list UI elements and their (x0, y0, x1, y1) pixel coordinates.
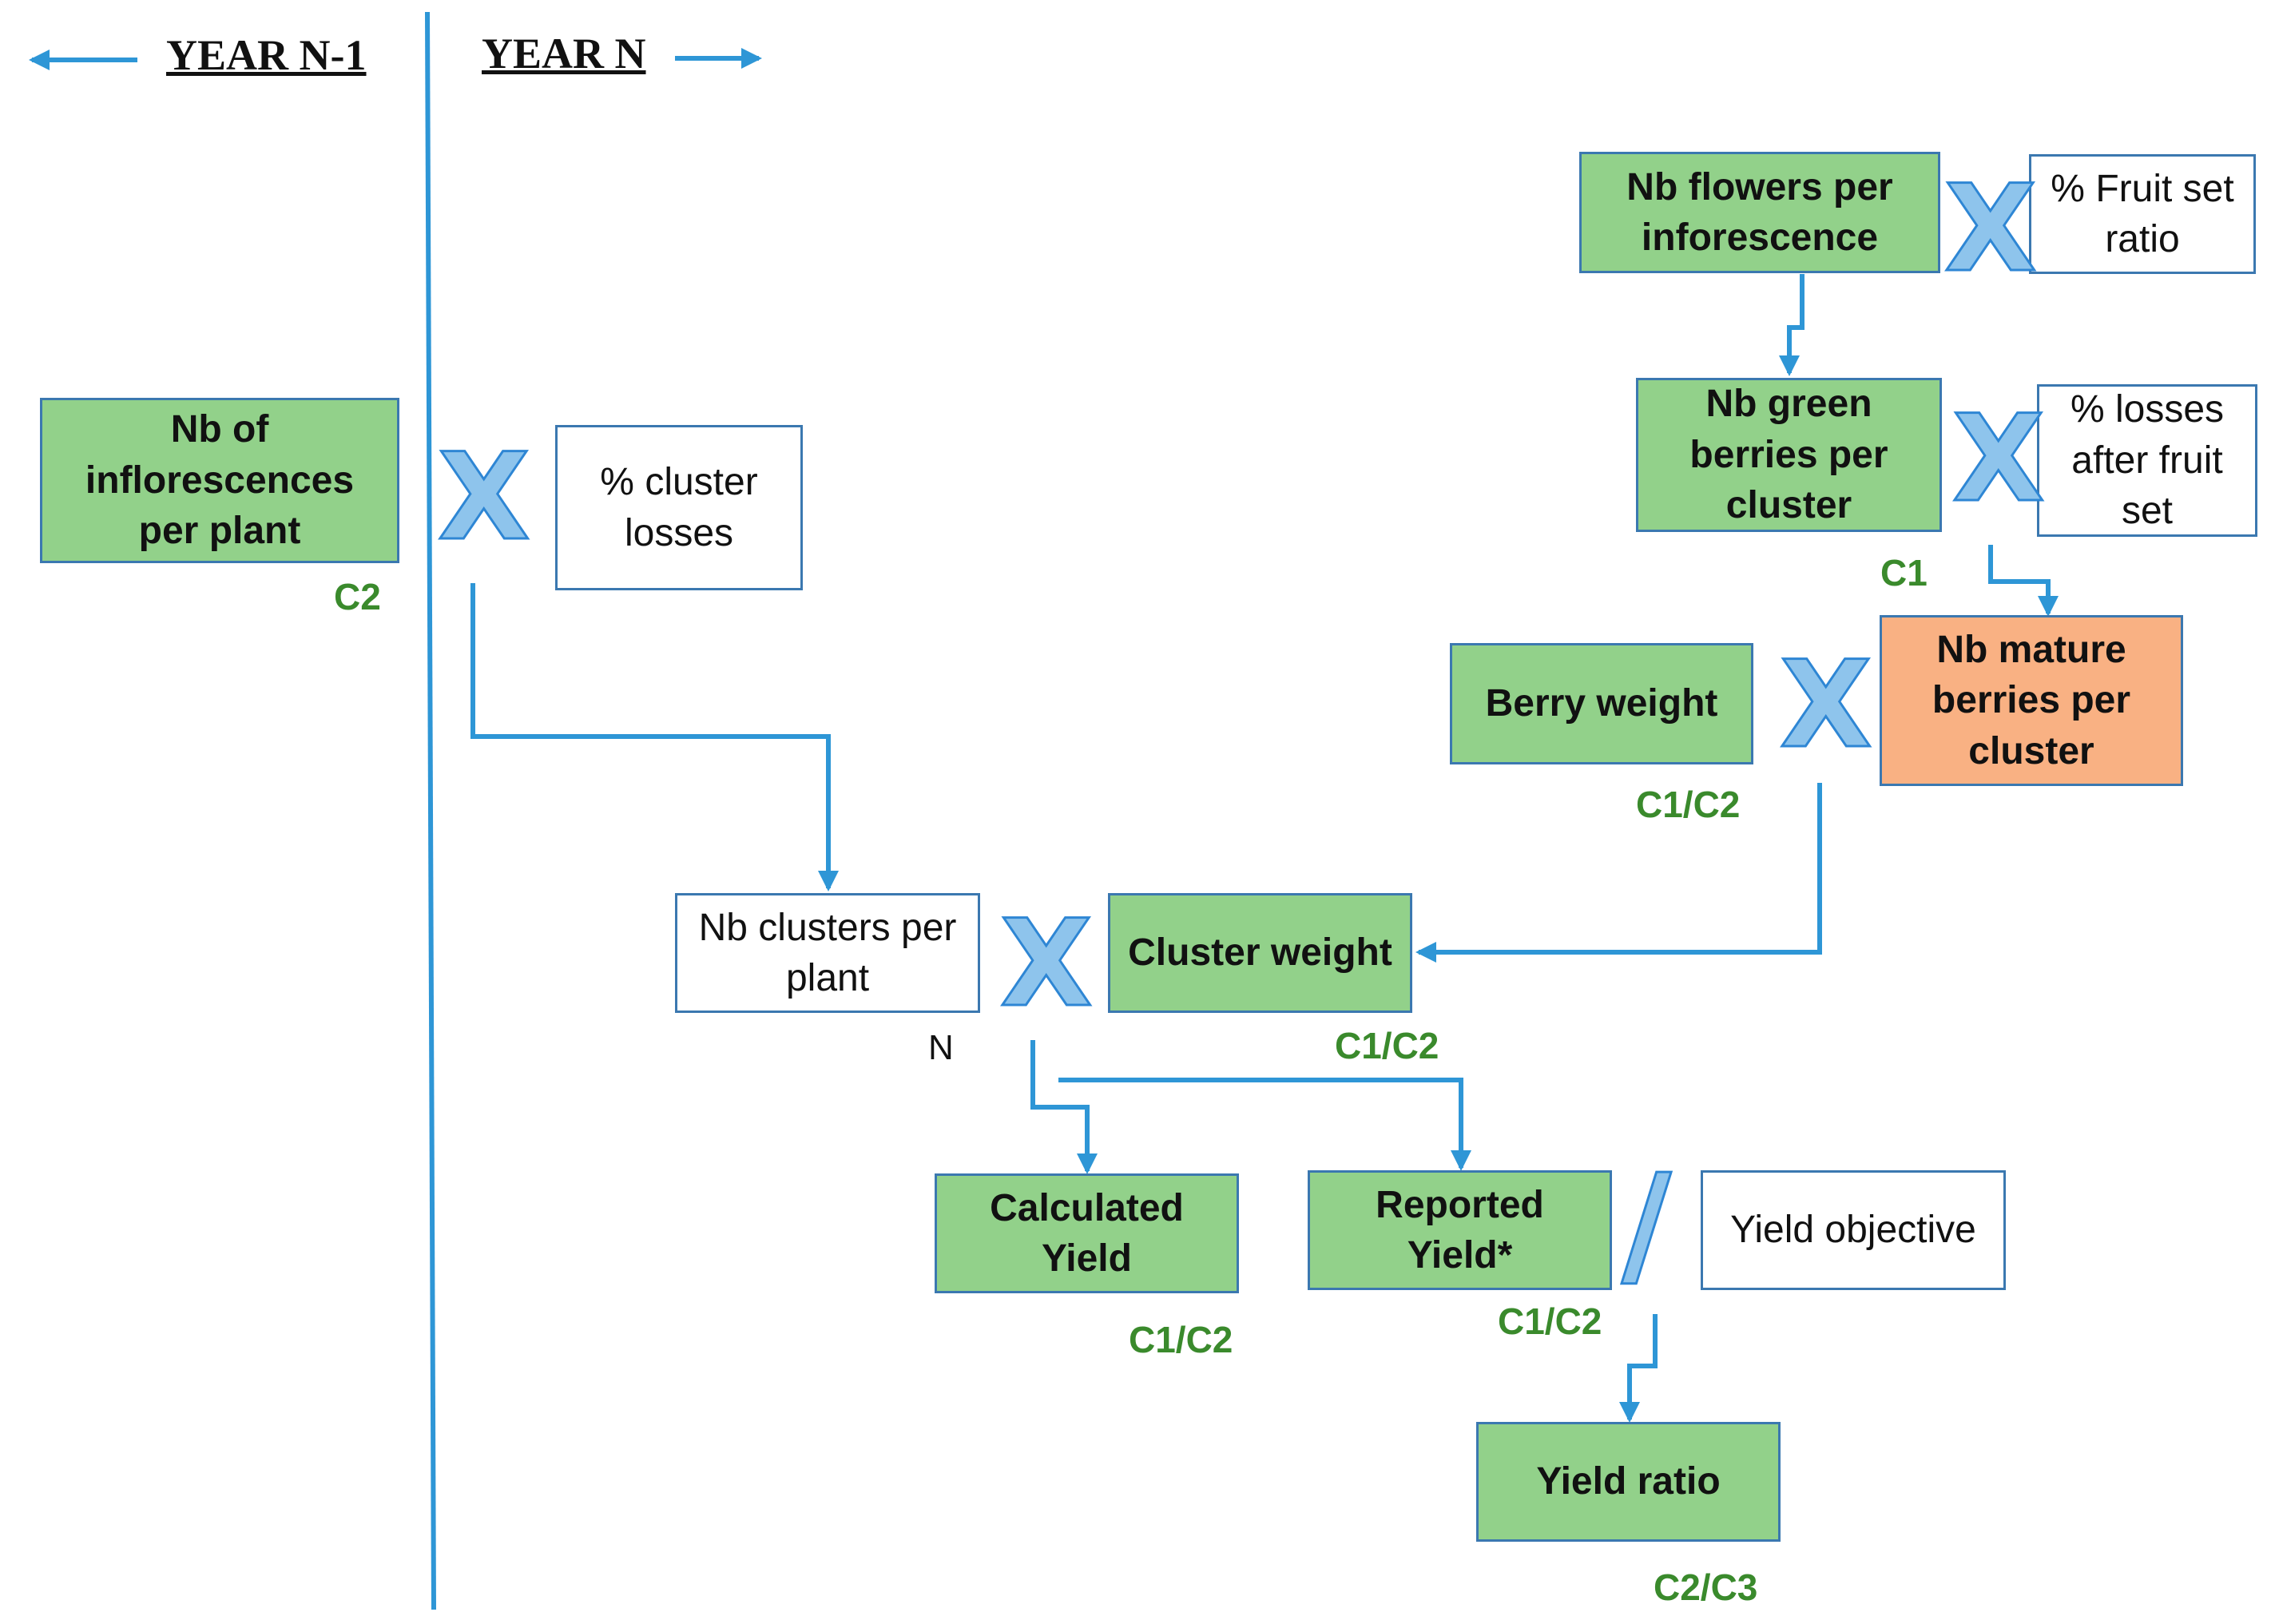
arrow-to-reported-yield (1058, 1078, 1471, 1171)
code-clusters-per-plant: N (928, 1028, 954, 1067)
multiply-operator-fruit-set: X (1943, 160, 2039, 299)
year-curr-header: YEAR N (482, 30, 646, 77)
multiply-operator-inflorescence: X (437, 428, 532, 567)
code-cluster-weight: C1/C2 (1335, 1025, 1439, 1066)
arrow-green-to-mature (1988, 545, 2059, 617)
box-cluster-weight: Cluster weight (1108, 893, 1412, 1013)
multiply-operator-losses: X (1951, 390, 2047, 529)
year-prev-header: YEAR N-1 (166, 31, 367, 79)
arrow-flowers-to-green (1779, 274, 1804, 376)
code-yield-ratio: C2/C3 (1654, 1566, 1758, 1608)
code-green-berries: C1 (1880, 552, 1928, 594)
code-berry-weight: C1/C2 (1636, 784, 1741, 825)
box-green-berries-per-cluster: Nb green berries per cluster (1636, 378, 1942, 532)
box-inflorescences-per-plant: Nb of inflorescences per plant (40, 398, 399, 563)
multiply-operator-cluster: X (999, 895, 1094, 1034)
box-mature-berries-per-cluster: Nb mature berries per cluster (1880, 615, 2183, 786)
arrow-inflorescence-to-clusters (470, 583, 839, 891)
code-reported-yield: C1/C2 (1498, 1300, 1602, 1342)
box-yield-ratio: Yield ratio (1476, 1422, 1781, 1542)
box-flowers-per-inflorescence: Nb flowers per inforescence (1579, 152, 1940, 273)
box-calculated-yield: Calculated Yield (935, 1173, 1239, 1293)
multiply-operator-berry: X (1779, 636, 1874, 775)
box-clusters-per-plant: Nb clusters per plant (675, 893, 980, 1013)
box-yield-objective: Yield objective (1701, 1170, 2006, 1290)
box-fruit-set-ratio: % Fruit set ratio (2029, 154, 2256, 274)
divide-operator-yield: / (1620, 1146, 1672, 1304)
box-reported-yield: Reported Yield* (1308, 1170, 1612, 1290)
code-calculated-yield: C1/C2 (1129, 1319, 1233, 1360)
box-berry-weight: Berry weight (1450, 643, 1753, 764)
year-divider-line (425, 11, 436, 1610)
code-inflorescences: C2 (334, 576, 381, 617)
arrow-berries-to-cluster-weight (1415, 783, 1822, 963)
arrow-to-yield-ratio (1619, 1314, 1658, 1423)
arrow-to-calculated-yield (1030, 1040, 1098, 1174)
box-cluster-losses: % cluster losses (555, 425, 803, 590)
box-losses-after-fruit-set: % losses after fruit set (2037, 384, 2257, 537)
